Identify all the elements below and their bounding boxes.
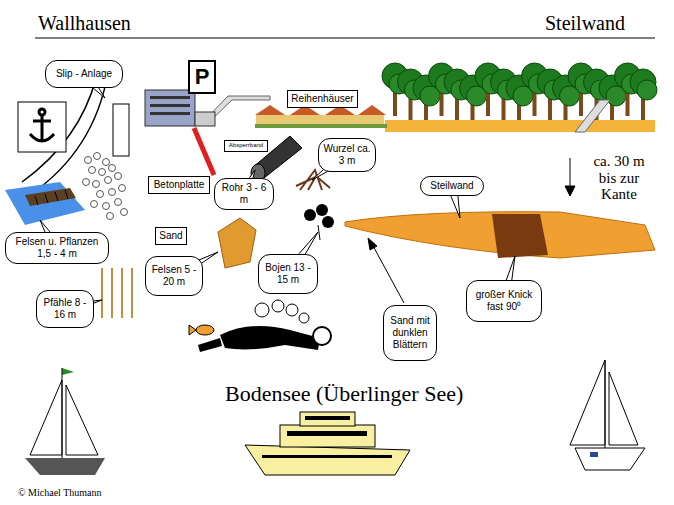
callout-bubble: Wurzel ca. 3 m: [318, 138, 376, 172]
callout-bubble: Steilwand: [420, 176, 484, 196]
anchor: [30, 109, 54, 142]
label-box: Absperrband: [224, 140, 268, 152]
node-text: Wurzel ca. 3 m: [322, 143, 372, 167]
sailboat-right: [570, 360, 645, 470]
posts: [102, 268, 132, 318]
node-text: Slip - Anlage: [56, 68, 112, 80]
callout-bubble: Rohr 3 - 6 m: [214, 178, 274, 210]
fish: [189, 325, 214, 335]
node-text: Felsen 5 - 20 m: [149, 264, 199, 288]
label-box: Reihenhäuser: [287, 90, 358, 108]
anchor-box: [18, 102, 66, 152]
node-text: Steilwand: [430, 180, 473, 192]
wall: [113, 104, 129, 156]
map-label: Wallhausen: [38, 12, 131, 35]
node-text: Sand: [159, 230, 182, 242]
label-box: Betonplatte: [148, 176, 210, 194]
node-text: Rohr 3 - 6 m: [218, 182, 270, 206]
callout-bubble: großer Knick fast 90⁰: [466, 280, 542, 322]
sailboat-left: [25, 368, 105, 475]
label-box: Sand: [155, 227, 187, 245]
copyright: © Michael Thumann: [18, 487, 102, 498]
parking-sign: P: [188, 60, 216, 94]
node-text: Felsen u. Pflanzen 1,5 - 4 m: [9, 236, 105, 260]
node-text: Sand mit dunklen Blättern: [387, 315, 433, 351]
node-text: P: [195, 64, 210, 90]
callout-bubble: Sand mit dunklen Blättern: [383, 305, 437, 361]
callout-bubble: Felsen u. Pflanzen 1,5 - 4 m: [5, 232, 109, 264]
building: [145, 90, 215, 126]
row-houses: [255, 105, 387, 128]
bend: [492, 214, 548, 258]
barrier-tape: [194, 128, 214, 175]
map-label: ca. 30 m bis zur Kante: [583, 153, 655, 203]
header-rule: [35, 38, 655, 39]
map-label: Steilwand: [545, 12, 625, 35]
buoys: [304, 204, 334, 240]
shore-sand: [385, 120, 655, 132]
callout-bubble: Slip - Anlage: [45, 60, 123, 88]
node-text: Betonplatte: [154, 179, 205, 191]
steep-wall: [345, 212, 655, 258]
callout-bubble: Pfähle 8 - 16 m: [36, 290, 94, 328]
node-text: Reihenhäuser: [291, 93, 353, 105]
pebbles: [83, 153, 128, 220]
callout-bubble: Felsen 5 - 20 m: [145, 256, 203, 296]
node-text: Bojen 13 - 15 m: [262, 262, 314, 286]
jetty: [5, 182, 85, 225]
callout-tails: [40, 71, 515, 314]
map-label: Bodensee (Überlinger See): [225, 381, 463, 407]
diver: [198, 300, 331, 352]
forest: [382, 63, 657, 128]
rocks: [218, 218, 256, 268]
ship: [245, 412, 410, 475]
node-text: Pfähle 8 - 16 m: [40, 297, 90, 321]
node-text: großer Knick fast 90⁰: [470, 289, 538, 313]
callout-bubble: Bojen 13 - 15 m: [258, 254, 318, 294]
node-text: Absperrband: [229, 142, 263, 149]
stairs: [200, 96, 610, 132]
